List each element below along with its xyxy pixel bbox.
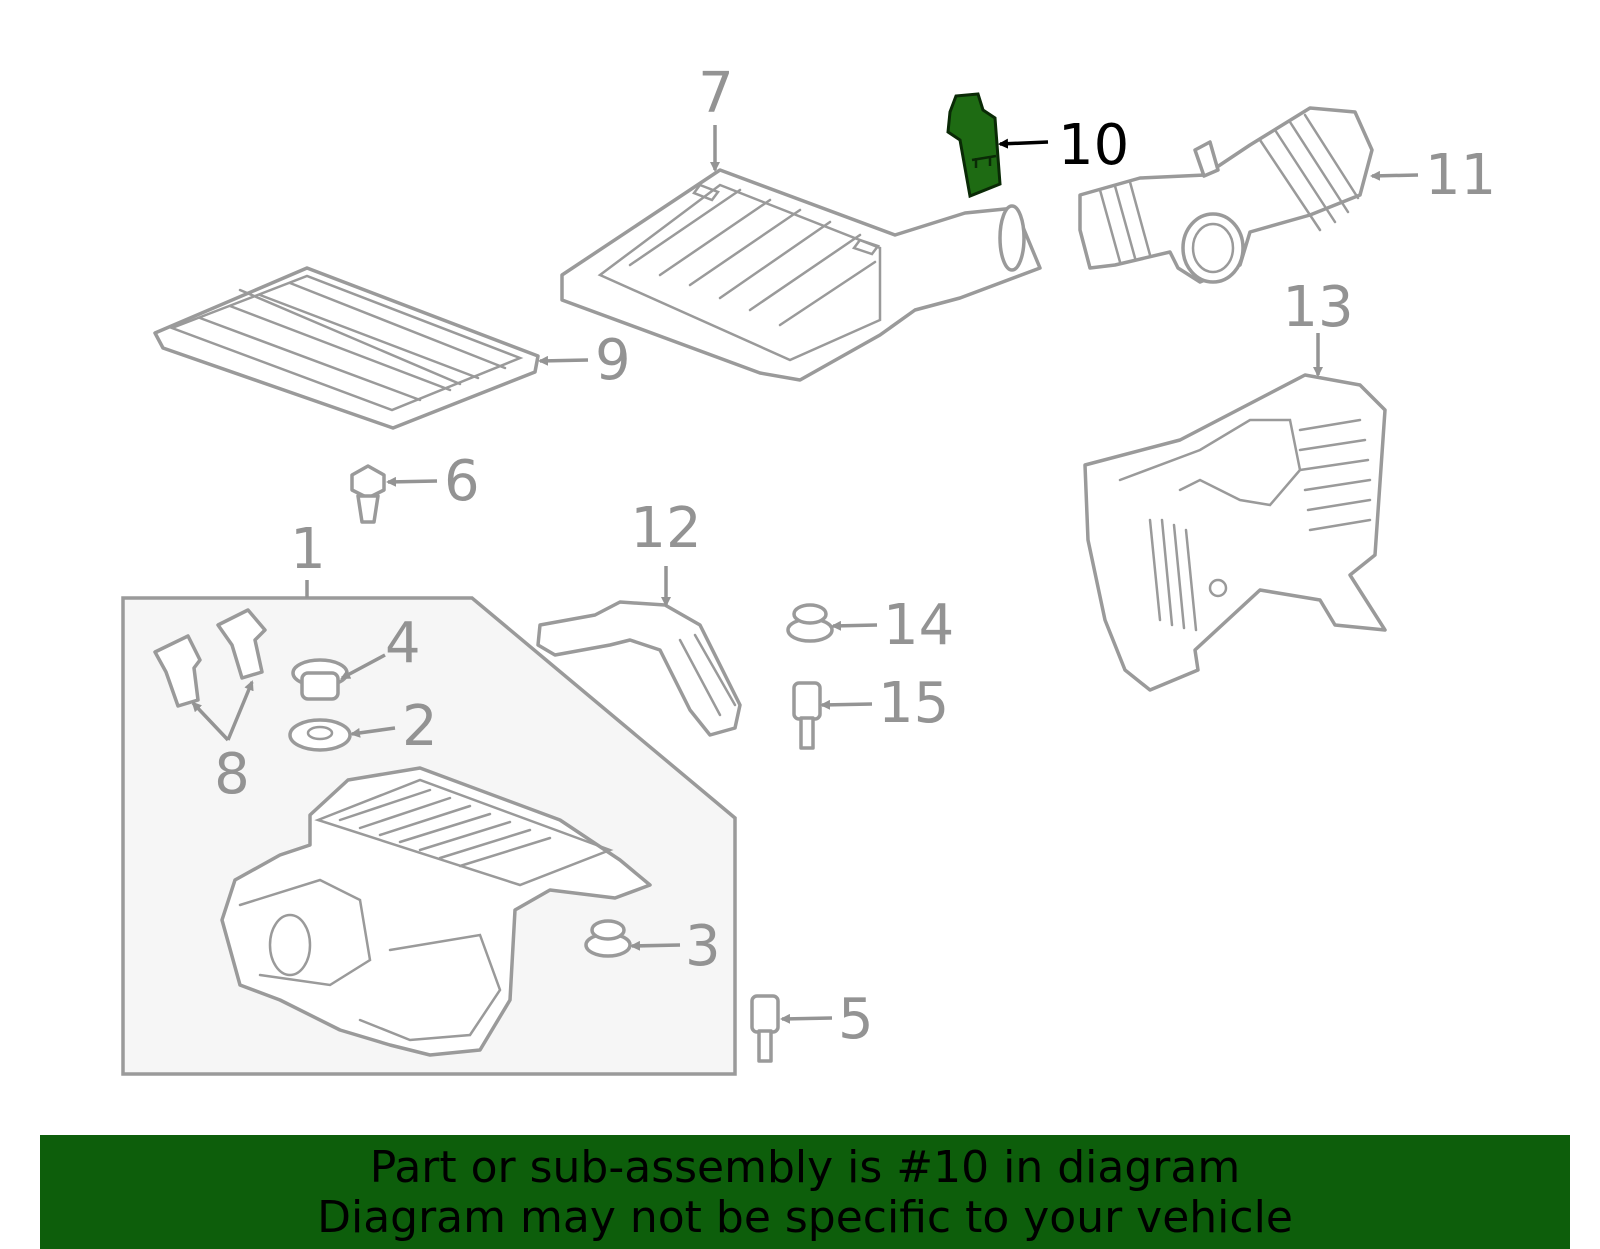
callout-2: 2: [402, 694, 438, 759]
callout-8: 8: [214, 742, 250, 807]
grommet-part-4: [291, 658, 349, 701]
callout-7: 7: [698, 61, 734, 126]
banner-line-2: Diagram may not be specific to your vehi…: [317, 1192, 1293, 1243]
clips-part-8: [153, 608, 267, 708]
air-filter: [153, 266, 540, 430]
leader-lines: [191, 125, 1419, 1024]
callout-6: 6: [444, 449, 480, 514]
callout-1: 1: [290, 517, 326, 582]
info-banner: Part or sub-assembly is #10 in diagram D…: [40, 1135, 1570, 1249]
callout-14: 14: [883, 593, 954, 658]
grommet-part-3: [584, 919, 632, 958]
sensor-part-10: [946, 92, 1002, 199]
callout-10: 10: [1058, 113, 1129, 178]
hose-part-12: [536, 600, 742, 737]
pin-part-15: [792, 681, 822, 750]
callout-13: 13: [1282, 275, 1353, 340]
callout-11: 11: [1425, 143, 1496, 208]
air-cleaner-cover: [560, 168, 1042, 382]
callout-15: 15: [878, 671, 949, 736]
callout-12: 12: [630, 496, 701, 561]
washer-part-2: [288, 718, 352, 752]
banner-line-1: Part or sub-assembly is #10 in diagram: [369, 1142, 1241, 1193]
air-cleaner-case: [220, 766, 652, 1057]
callout-labels: 7 10 11 9 13 6 12 1 14 4 15 2 8 3 5: [214, 61, 1496, 1052]
pin-part-5: [750, 994, 780, 1063]
callout-9: 9: [595, 328, 631, 393]
callout-3: 3: [685, 914, 721, 979]
grommet-part-14: [786, 603, 834, 643]
intake-hose: [1078, 106, 1374, 284]
callout-5: 5: [838, 987, 874, 1052]
air-intake-duct: [1083, 373, 1387, 692]
bolt-part-6: [350, 464, 386, 524]
callout-4: 4: [385, 611, 421, 676]
